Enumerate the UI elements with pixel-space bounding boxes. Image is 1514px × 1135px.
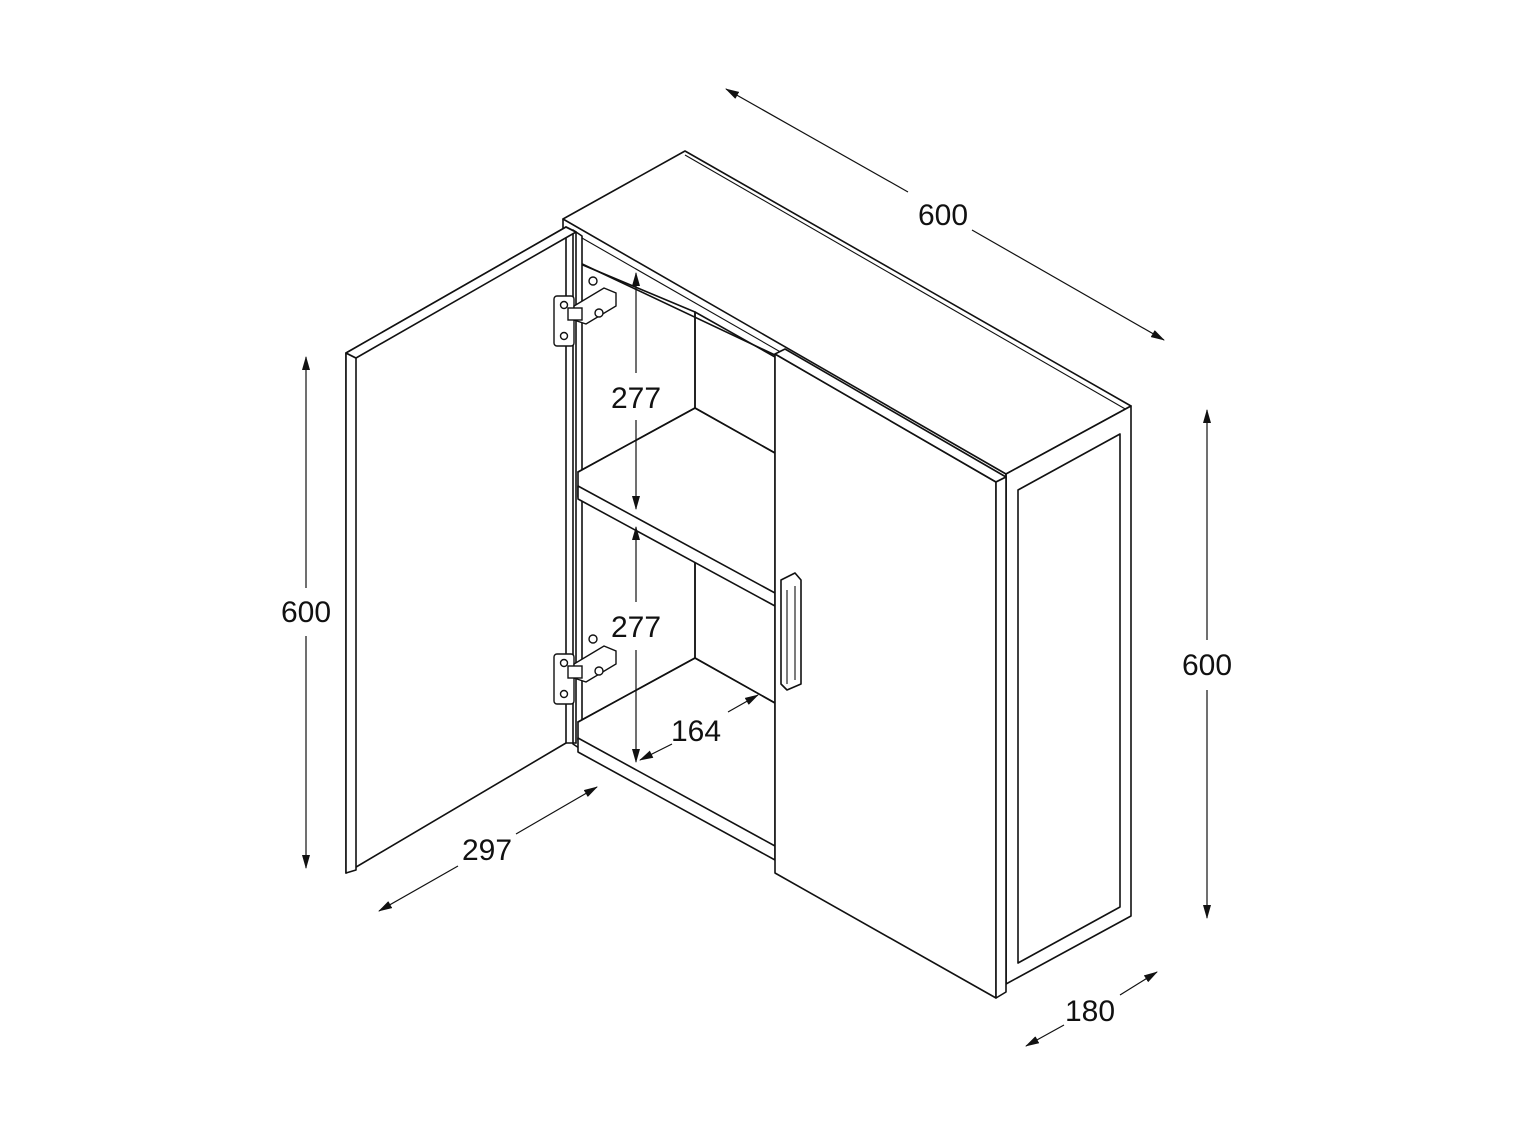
door-width-dimension-line (378, 865, 459, 912)
top-width-label: 600 (918, 199, 968, 232)
door-handle (780, 572, 802, 691)
top-width-dimension-line (725, 88, 909, 193)
inner-depth-dimension-line (639, 743, 673, 761)
left-height-label: 600 (281, 596, 331, 629)
side-depth-dimension-line (1025, 1024, 1065, 1047)
side-depth-label: 180 (1065, 995, 1115, 1028)
lower-hinge (553, 634, 617, 705)
right-door (774, 353, 997, 999)
right-height-label: 600 (1182, 649, 1232, 682)
lower-gap-label: 277 (611, 611, 661, 644)
cabinet-body (345, 150, 1132, 999)
door-width-label: 297 (462, 834, 512, 867)
dimension-lines (302, 88, 1211, 1047)
left-door (345, 226, 567, 874)
inner-depth-label: 164 (671, 715, 721, 748)
upper-gap-label: 277 (611, 382, 661, 415)
dimension-labels: 600 600 600 277 277 164 297 180 (281, 199, 1232, 1028)
upper-hinge (553, 276, 617, 347)
